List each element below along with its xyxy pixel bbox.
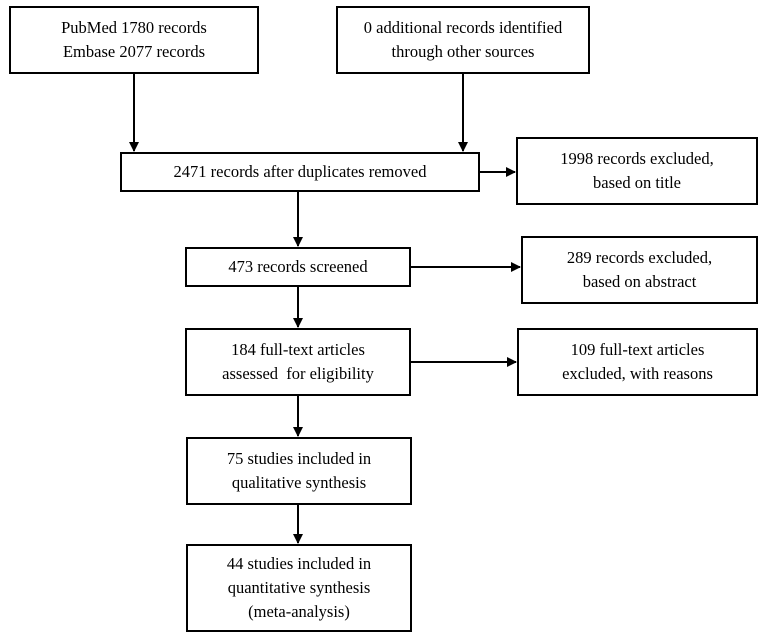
fulltext-assessed-line-1: 184 full-text articles: [231, 340, 365, 360]
records-other-sources-line-1: 0 additional records identified: [363, 18, 563, 38]
excluded-by-title-line-1: 1998 records excluded,: [560, 149, 714, 169]
records-after-duplicates-box: 2471 records after duplicates removed: [120, 152, 480, 192]
qualitative-synthesis-line-1: 75 studies included in: [226, 449, 372, 469]
fulltext-assessed-line-2: assessed for eligibility: [222, 364, 374, 383]
fulltext-excluded-box: 109 full-text articles excluded, with re…: [517, 328, 758, 396]
excluded-by-abstract-line-1: 289 records excluded,: [566, 248, 713, 268]
records-other-sources-box: 0 additional records identified through …: [336, 6, 590, 74]
excluded-by-title-box: 1998 records excluded, based on title: [516, 137, 758, 205]
qualitative-synthesis-box: 75 studies included in qualitative synth…: [186, 437, 412, 505]
quantitative-synthesis-line-1: 44 studies included in: [226, 554, 372, 574]
records-databases-line-1: PubMed 1780 records: [61, 18, 207, 38]
quantitative-synthesis-line-2: quantitative synthesis: [227, 578, 371, 598]
excluded-by-abstract-line-2: based on abstract: [582, 272, 697, 291]
records-databases-line-2: Embase 2077 records: [62, 42, 206, 61]
quantitative-synthesis-line-3: (meta-analysis): [248, 601, 350, 621]
records-databases-box: PubMed 1780 records Embase 2077 records: [9, 6, 259, 74]
records-after-duplicates-text: 2471 records after duplicates removed: [173, 162, 427, 182]
excluded-by-title-line-2: based on title: [593, 173, 681, 192]
records-other-sources-line-2: through other sources: [391, 42, 535, 61]
fulltext-assessed-box: 184 full-text articles assessed for elig…: [185, 328, 411, 396]
records-screened-text: 473 records screened: [228, 257, 368, 277]
fulltext-excluded-line-2: excluded, with reasons: [562, 364, 713, 383]
fulltext-excluded-line-1: 109 full-text articles: [570, 340, 705, 360]
qualitative-synthesis-line-2: qualitative synthesis: [231, 473, 367, 492]
excluded-by-abstract-box: 289 records excluded, based on abstract: [521, 236, 758, 304]
quantitative-synthesis-box: 44 studies included in quantitative synt…: [186, 544, 412, 632]
records-screened-box: 473 records screened: [185, 247, 411, 287]
